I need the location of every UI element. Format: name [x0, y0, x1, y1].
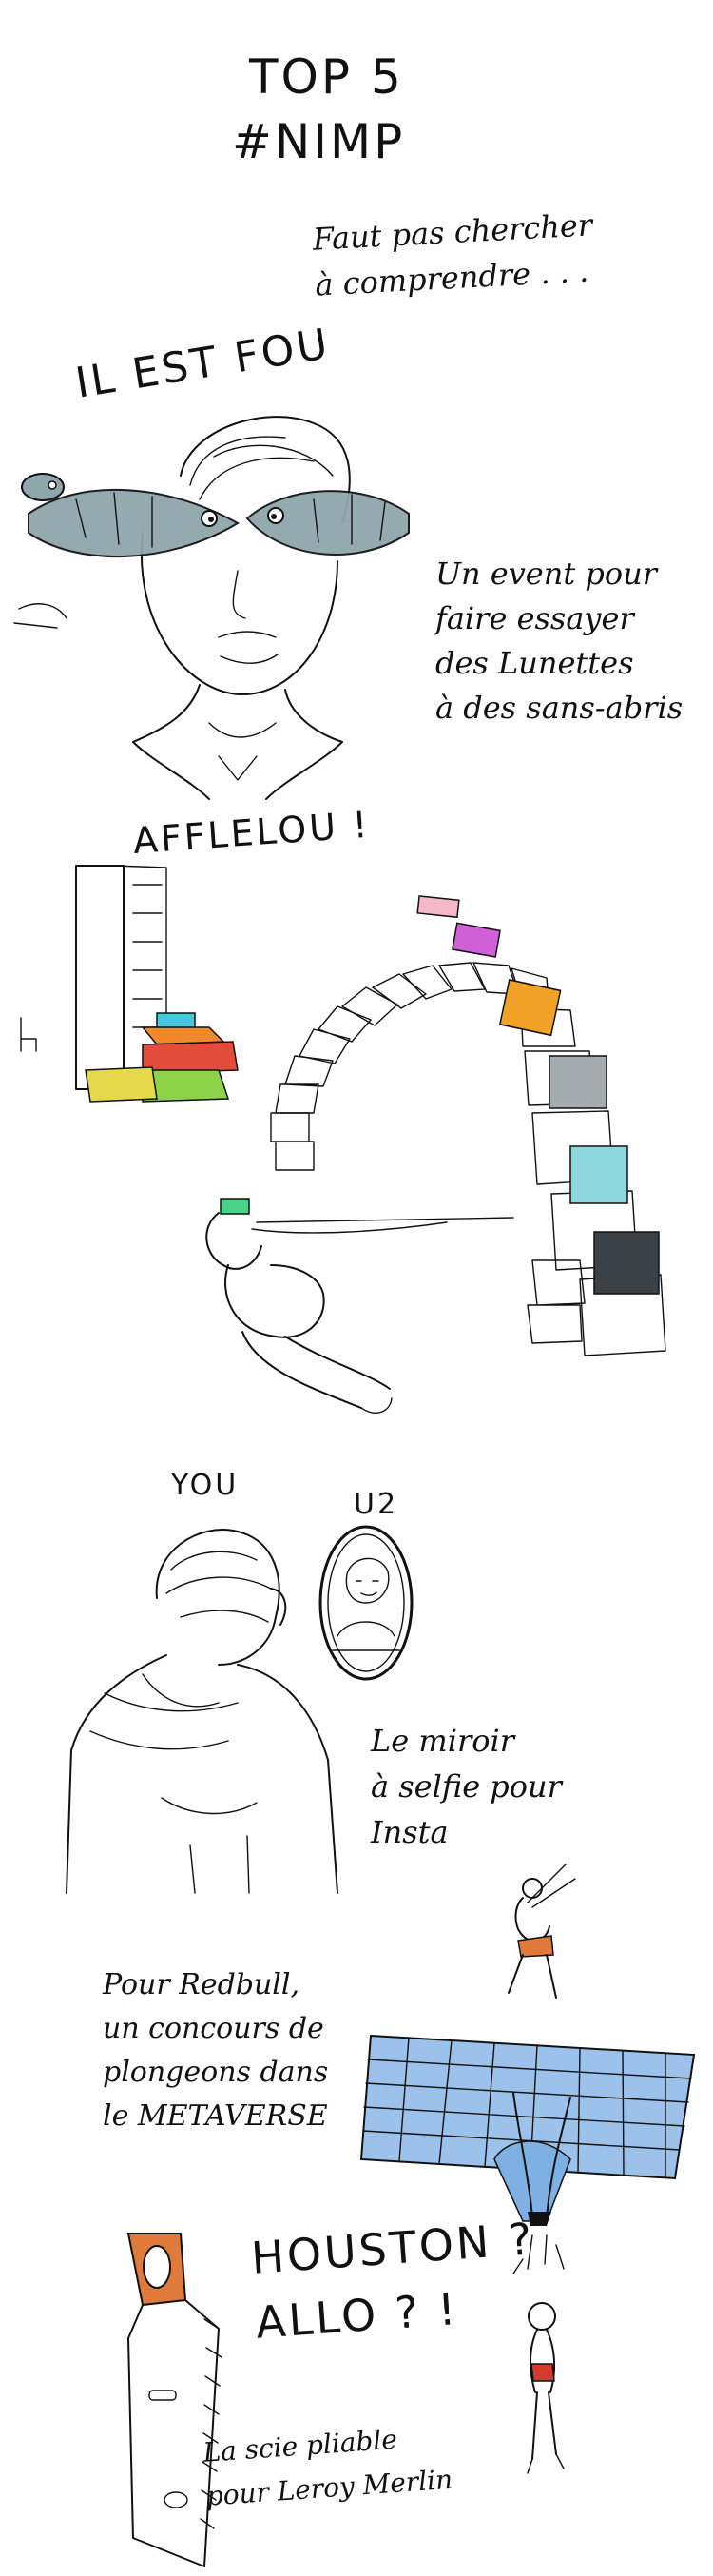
diver-jumping-illustration [508, 1864, 576, 1999]
stairs-and-screen-arch-illustration [20, 865, 666, 1414]
screen-tile-pink [416, 895, 460, 919]
man-looking-in-mirror-illustration [66, 1525, 414, 1894]
screen-tile-magenta [452, 922, 501, 958]
screen-tile-orange [498, 979, 562, 1037]
fish-lens-right-icon [245, 490, 410, 556]
screen-tile-dark [593, 1231, 660, 1295]
title-line-2: #NIMP [232, 114, 406, 169]
panel3-label-you: YOU [171, 1469, 240, 1502]
panel5-caption: La scie pliable pour Leroy Merlin [202, 2423, 454, 2512]
title-line-1: TOP 5 [249, 49, 404, 105]
homeless-man-with-fish-glasses-illustration [13, 416, 410, 800]
panel4-caption: Pour Redbull, un concours de plongeons d… [103, 1968, 329, 2133]
falling-diver-illustration [512, 2234, 565, 2474]
fish-lens-left-icon [28, 488, 240, 558]
panel3-label-u2: U2 [354, 1488, 399, 1521]
folding-saw-illustration [126, 2233, 222, 2567]
metaverse-grid-portal-illustration [359, 2034, 696, 2226]
screen-tile-cyan [569, 1145, 628, 1204]
screen-tile-grey [549, 1055, 607, 1109]
header-subtitle: Faut pas chercher à comprendre . . . [311, 206, 593, 303]
panel3-caption: Le miroir à selfie pour Insta [371, 1723, 562, 1850]
panel1-caption: Un event pour faire essayer des Lunettes… [435, 556, 684, 726]
